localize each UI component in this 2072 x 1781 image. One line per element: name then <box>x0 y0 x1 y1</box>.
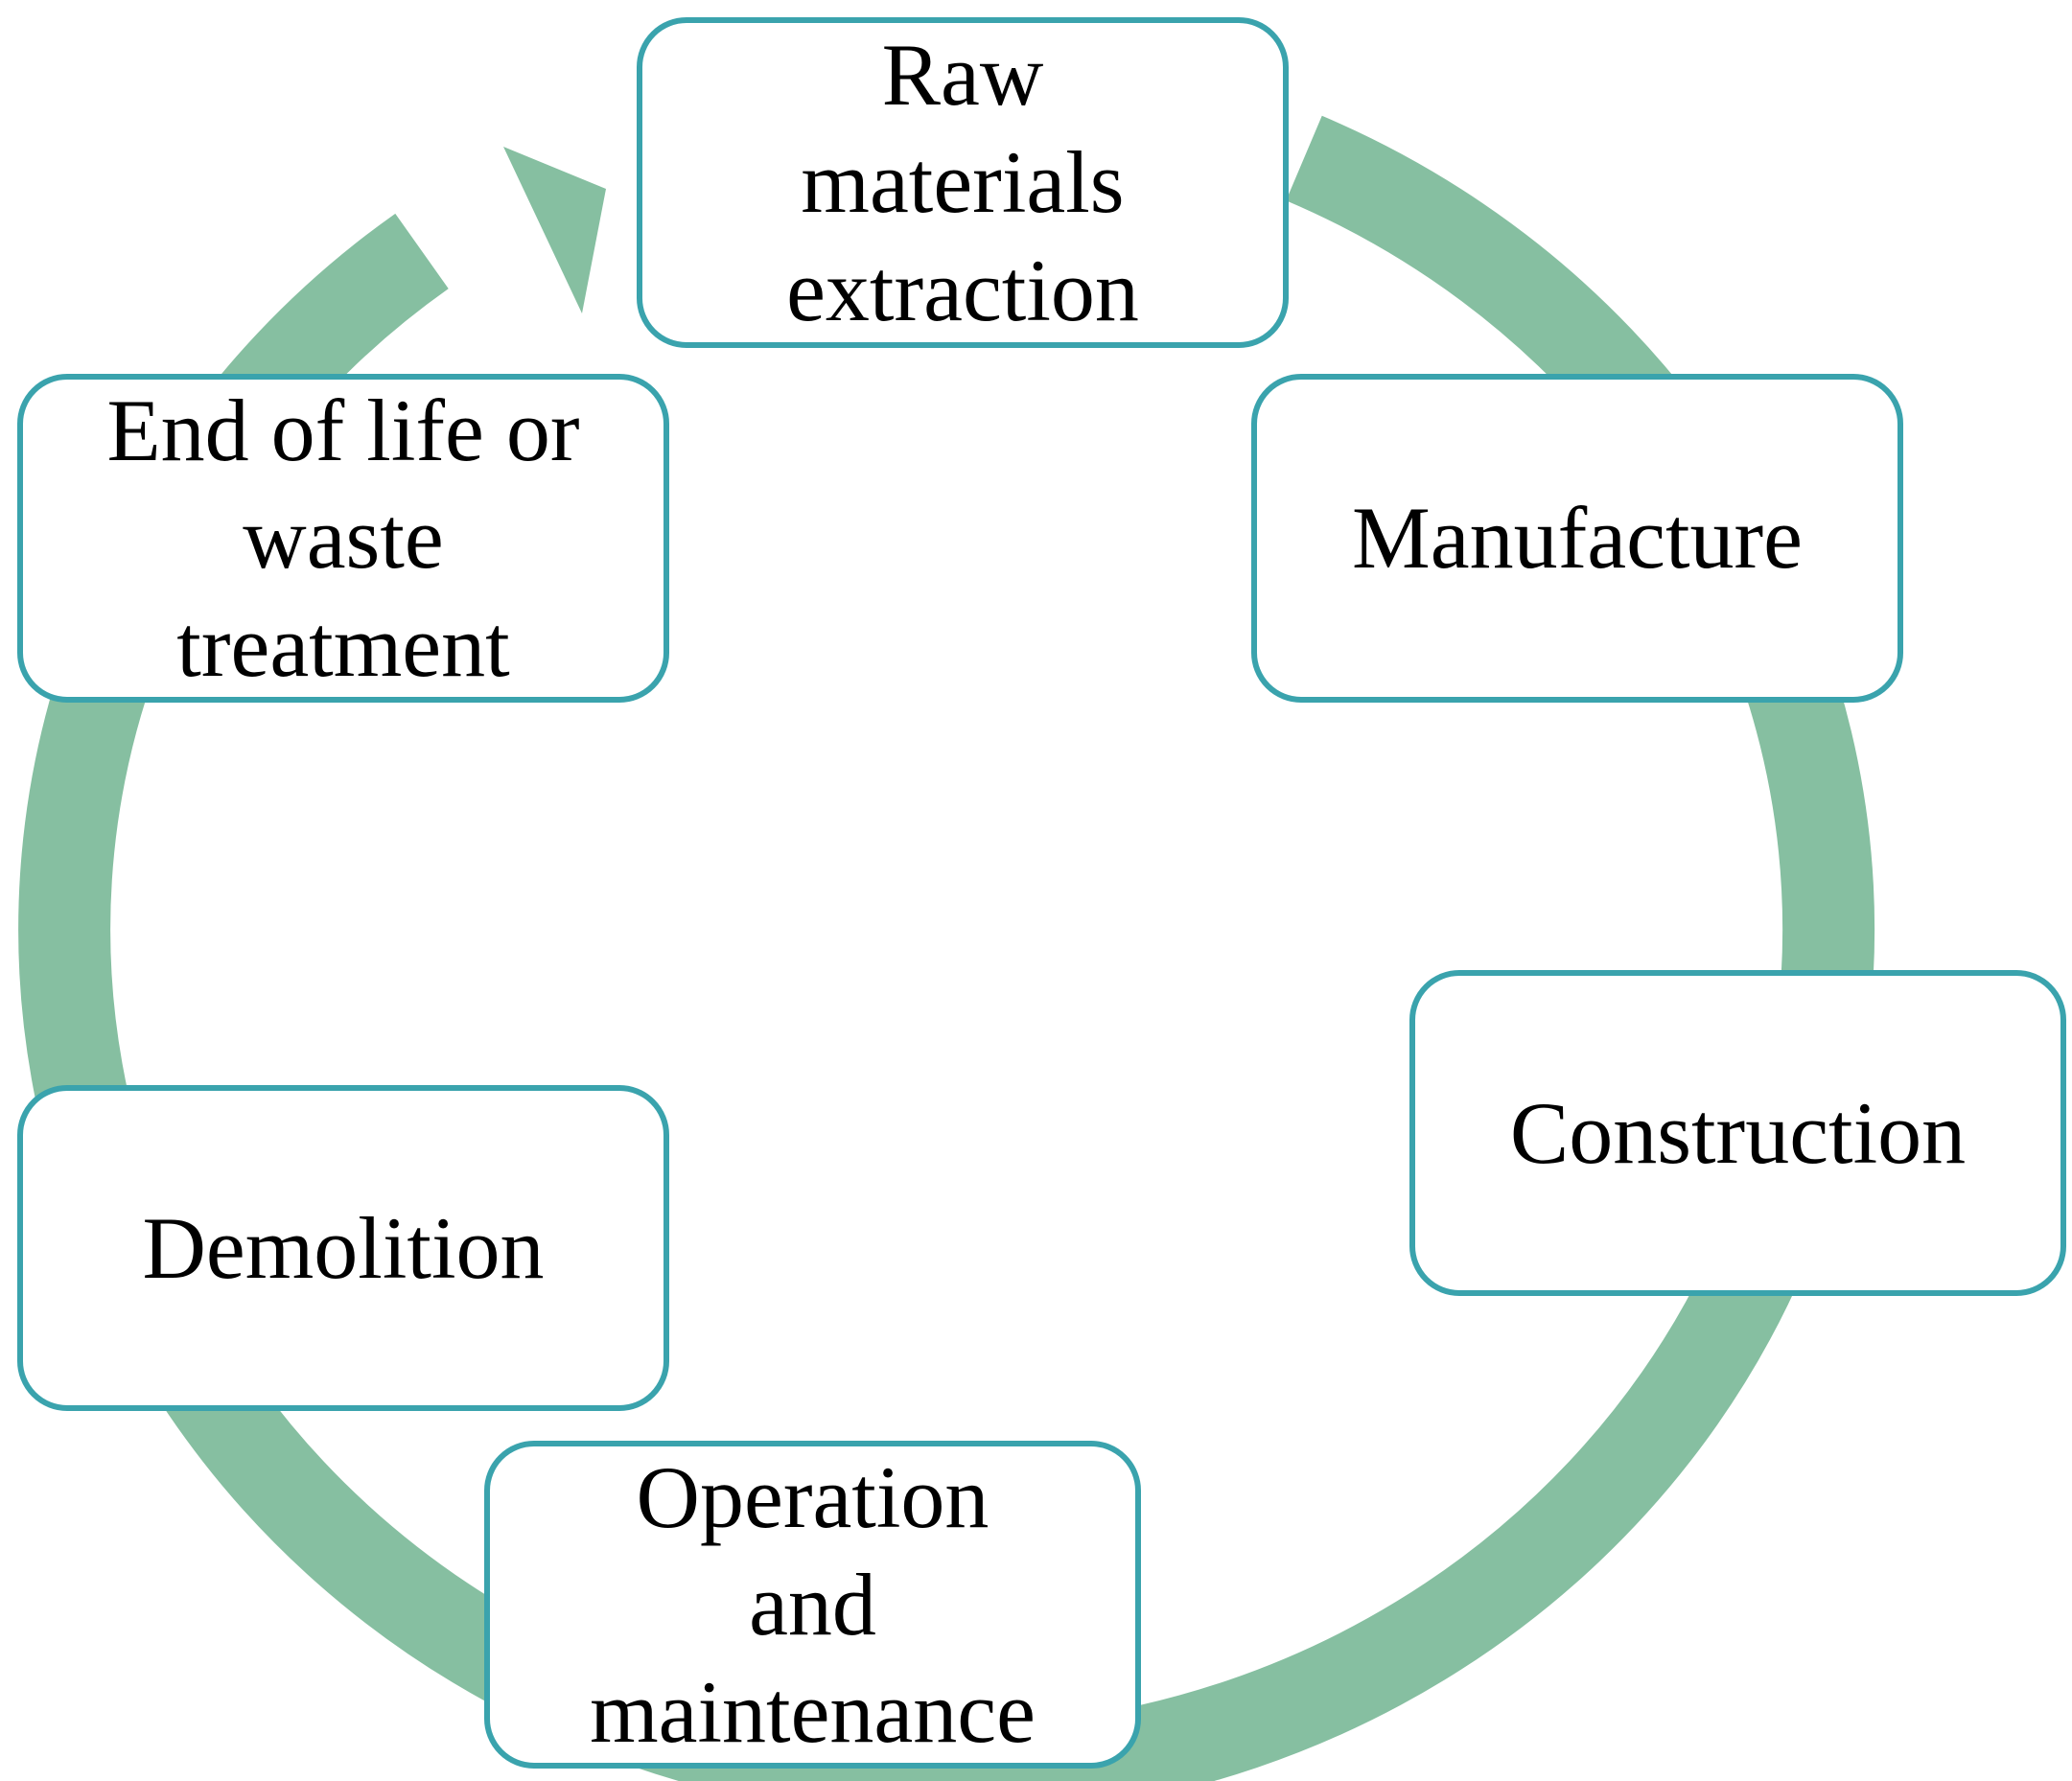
stage-raw-materials-extraction: Raw materials extraction <box>637 17 1289 348</box>
stage-construction: Construction <box>1409 970 2066 1296</box>
stage-label: Raw materials extraction <box>786 26 1139 339</box>
stage-end-of-life: End of life or waste treatment <box>17 374 669 703</box>
stage-label: Demolition <box>142 1198 545 1297</box>
cycle-arrowhead <box>503 147 606 313</box>
stage-operation-and-maintenance: Operation and maintenance <box>484 1441 1141 1769</box>
stage-label: Construction <box>1509 1083 1967 1182</box>
stage-label: Operation and maintenance <box>590 1447 1036 1762</box>
stage-demolition: Demolition <box>17 1085 669 1411</box>
stage-manufacture: Manufacture <box>1251 374 1903 703</box>
stage-label: Manufacture <box>1352 489 1803 588</box>
stage-label: End of life or waste treatment <box>106 382 580 695</box>
